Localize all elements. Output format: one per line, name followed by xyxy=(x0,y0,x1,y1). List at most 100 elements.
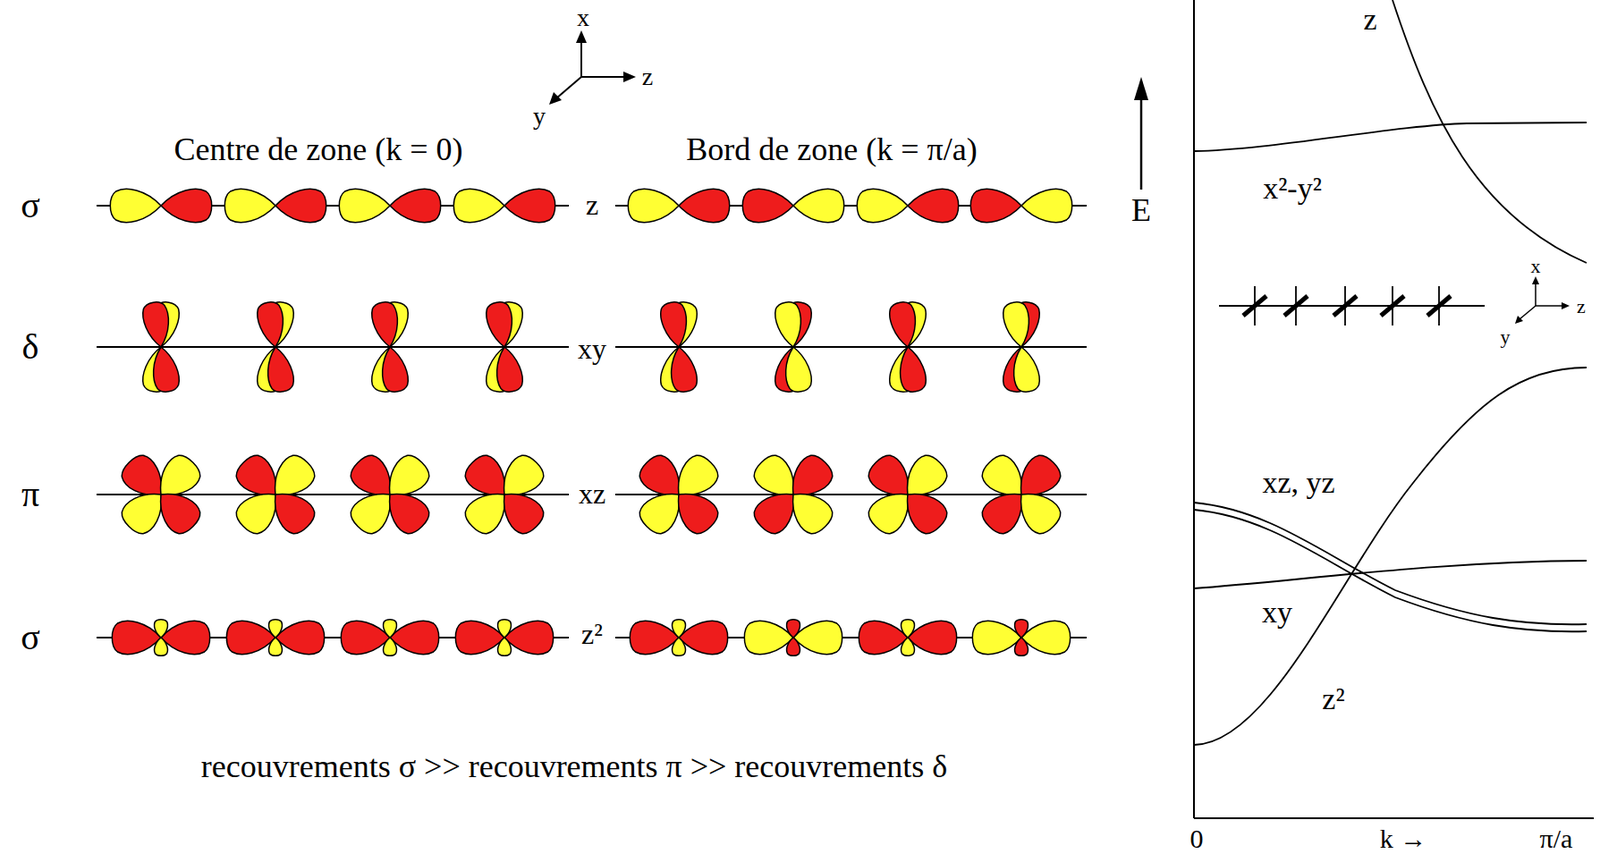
orbital-lobe xyxy=(154,637,169,656)
orbital-label: xz xyxy=(575,478,610,510)
orbital-lobe xyxy=(483,300,517,350)
row-label: σ xyxy=(20,617,41,658)
orbital-lobe xyxy=(1008,482,1066,539)
band-label: x²-y² xyxy=(1262,171,1322,205)
band-curve xyxy=(1392,0,1587,263)
orbital-lobe xyxy=(772,300,805,350)
arrow-head xyxy=(1134,76,1149,101)
orbital-lobe xyxy=(1021,188,1073,222)
orbital-lobe xyxy=(377,482,434,539)
axis-tick-label: π/a xyxy=(1540,823,1574,854)
band-curve xyxy=(1193,502,1587,625)
orbital-lobe xyxy=(780,482,838,539)
orbital-lobe xyxy=(666,345,699,395)
orbital-lobe xyxy=(907,188,959,222)
chain-axis xyxy=(96,346,569,348)
orbital-lobe xyxy=(269,637,283,656)
orbital-lobe xyxy=(262,345,296,395)
axis-label: x xyxy=(576,4,590,33)
axis-line xyxy=(1535,304,1564,307)
orbital-lobe xyxy=(262,482,320,539)
overlap-note: recouvrements σ >> recouvrements π >> re… xyxy=(201,749,948,786)
chain-orbital xyxy=(1380,296,1405,316)
arrow-head xyxy=(1532,276,1540,285)
orbital-lobe xyxy=(678,188,730,222)
orbital-lobe xyxy=(224,188,276,222)
orbital-lobe xyxy=(154,619,169,638)
axis-label: z xyxy=(642,63,653,92)
orbital-lobe xyxy=(140,300,173,350)
orbital-lobe xyxy=(658,300,691,350)
orbital-lobe xyxy=(787,619,801,638)
orbital-lobe xyxy=(453,188,505,222)
orbital-lobe xyxy=(160,188,212,222)
band-curve xyxy=(1193,122,1587,152)
orbital-lobe xyxy=(672,619,686,638)
arrow-head xyxy=(1515,315,1524,324)
orbital-lobe xyxy=(627,188,679,222)
row-label: δ xyxy=(22,327,40,367)
axis-line xyxy=(556,76,582,99)
orbital-lobe xyxy=(1000,300,1033,350)
orbital-lobe xyxy=(369,300,402,350)
orbital-label: z² xyxy=(577,618,607,651)
orbital-lobe xyxy=(148,345,181,395)
column-heading: Centre de zone (k = 0) xyxy=(173,132,463,169)
orbital-lobe xyxy=(491,482,549,539)
orbital-lobe xyxy=(672,637,686,656)
row-label: π xyxy=(21,474,40,515)
column-heading: Bord de zone (k = π/a) xyxy=(685,132,977,169)
orbital-lobe xyxy=(377,345,410,395)
axis-line xyxy=(1534,282,1537,306)
orbital-lobe xyxy=(1015,619,1029,638)
axis-line xyxy=(581,76,627,78)
axis-label: z xyxy=(1576,296,1586,318)
band-axis xyxy=(1193,0,1195,819)
orbital-lobe xyxy=(383,619,398,638)
arrow-head xyxy=(575,30,587,43)
orbital-lobe xyxy=(887,300,920,350)
axis-label: E xyxy=(1131,193,1152,229)
orbital-lobe xyxy=(901,619,915,638)
orbital-lobe xyxy=(338,188,390,222)
axis-tick-label: 0 xyxy=(1190,823,1204,854)
orbital-lobe xyxy=(1008,345,1042,395)
orbital-lobe xyxy=(110,188,161,222)
band-label: z xyxy=(1362,2,1377,36)
axis-tick-label: k → xyxy=(1379,823,1428,854)
orbital-label: xy xyxy=(574,333,610,365)
chain-orbital xyxy=(1243,296,1267,316)
orbital-lobe xyxy=(901,637,915,656)
chain-axis xyxy=(615,346,1087,348)
band-label: z² xyxy=(1321,682,1345,716)
orbital-lobe xyxy=(383,637,398,656)
orbital-label: z xyxy=(582,189,602,221)
band-label: xz, yz xyxy=(1261,465,1335,500)
energy-axis xyxy=(1140,89,1143,190)
arrow-head xyxy=(623,71,636,83)
orbital-lobe xyxy=(742,188,794,222)
orbital-lobe xyxy=(856,188,908,222)
chain-orbital xyxy=(1427,296,1451,316)
orbital-lobe xyxy=(780,345,813,395)
orbital-lobe xyxy=(970,188,1022,222)
orbital-lobe xyxy=(666,482,723,539)
row-label: σ xyxy=(20,186,41,226)
orbital-lobe xyxy=(254,300,288,350)
orbital-lobe xyxy=(269,619,283,638)
band-curve xyxy=(1193,509,1587,632)
axis-label: y xyxy=(533,102,546,131)
orbital-lobe xyxy=(275,188,327,222)
orbital-lobe xyxy=(504,188,556,222)
band-curve xyxy=(1193,560,1587,589)
orbital-lobe xyxy=(498,637,512,656)
axis-line xyxy=(580,39,583,77)
orbital-lobe xyxy=(787,637,801,656)
orbital-lobe xyxy=(1015,637,1029,656)
orbital-lobe xyxy=(148,482,205,539)
arrow-head xyxy=(549,92,562,105)
band-curves xyxy=(1193,0,1587,745)
orbital-lobe xyxy=(895,345,928,395)
